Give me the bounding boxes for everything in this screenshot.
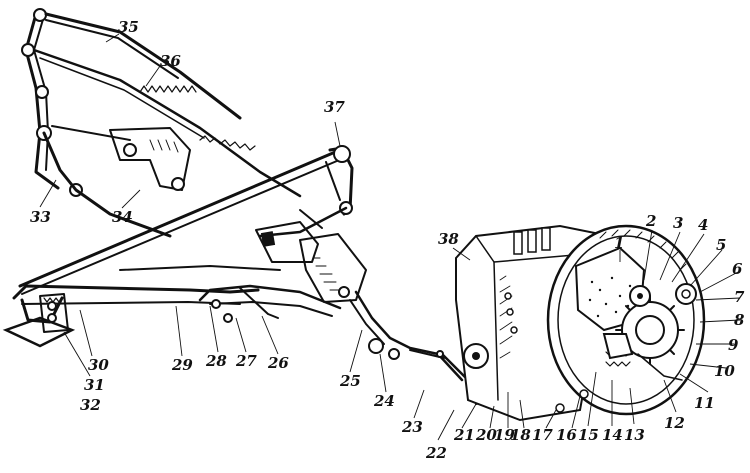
callout-23: 23 (401, 418, 423, 436)
upper-linkage-frame (21, 8, 302, 238)
callout-11: 11 (694, 394, 715, 412)
callout-3: 3 (673, 214, 683, 232)
callout-29: 29 (171, 356, 193, 374)
callout-30: 30 (88, 356, 109, 374)
hand-lever (198, 284, 342, 323)
callout-16: 16 (556, 426, 577, 444)
callout-14: 14 (602, 426, 623, 444)
callout-5: 5 (716, 236, 726, 254)
callout-36: 36 (160, 52, 181, 70)
adjusting-block (255, 221, 367, 303)
callout-12: 12 (664, 414, 685, 432)
callout-1: 1 (614, 234, 624, 252)
brake-drum (546, 224, 706, 416)
callout-9: 9 (728, 336, 739, 354)
callout-19: 19 (494, 426, 515, 444)
callout-18: 18 (510, 426, 531, 444)
callout-37: 37 (324, 98, 345, 116)
callout-27: 27 (235, 352, 257, 370)
leader-lines (39, 33, 741, 441)
callout-15: 15 (578, 426, 599, 444)
callout-17: 17 (532, 426, 553, 444)
callout-25: 25 (339, 372, 361, 390)
callout-8: 8 (734, 311, 745, 329)
callout-7: 7 (734, 288, 745, 306)
callout-26: 26 (267, 354, 289, 372)
callout-35: 35 (118, 18, 139, 36)
callout-33: 33 (30, 208, 51, 226)
callout-21: 21 (453, 426, 475, 444)
callout-34: 34 (112, 208, 133, 226)
callout-31: 31 (84, 376, 105, 394)
callout-22: 22 (425, 444, 447, 462)
callout-4: 4 (698, 216, 708, 234)
brake-pedal (2, 265, 281, 348)
callout-38: 38 (438, 230, 459, 248)
callout-labels: 1 2 3 4 5 6 7 8 9 10 11 12 13 14 15 16 1… (30, 18, 745, 462)
callout-10: 10 (714, 362, 735, 380)
callout-6: 6 (732, 260, 743, 278)
callout-32: 32 (80, 396, 101, 414)
callout-24: 24 (373, 392, 395, 410)
callout-20: 20 (475, 426, 497, 444)
callout-2: 2 (645, 212, 656, 230)
callout-28: 28 (205, 352, 227, 370)
cross-shaft (18, 145, 354, 295)
callout-13: 13 (624, 426, 645, 444)
